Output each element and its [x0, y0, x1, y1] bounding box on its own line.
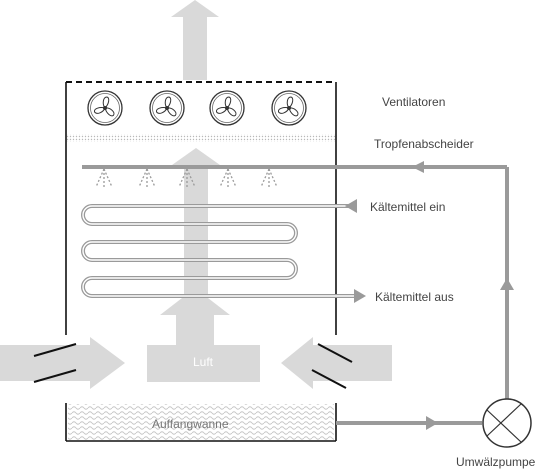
- fan-icon: [149, 90, 185, 126]
- spray-nozzle-icon: [219, 168, 237, 188]
- refrigerant-in-arrow: [345, 199, 357, 213]
- water-flow-arrow-right: [426, 416, 438, 430]
- refrigerant-coil-inner: [82, 205, 355, 297]
- label-auffangwanne: Auffangwanne: [152, 417, 229, 431]
- label-umwaelzpumpe: Umwälzpumpe: [456, 455, 536, 469]
- label-luft: Luft: [193, 355, 214, 369]
- air-inlet-bottom-arrow: [147, 288, 260, 382]
- fan-icon: [87, 90, 123, 126]
- spray-nozzle-icon: [138, 168, 156, 188]
- spray-nozzle-icon: [260, 168, 278, 188]
- label-tropfenabscheider: Tropfenabscheider: [374, 137, 474, 151]
- basin: [68, 404, 334, 440]
- fan-icon: [209, 90, 245, 126]
- spray-nozzle-icon: [95, 168, 113, 188]
- air-inlet-left-arrow: [0, 337, 125, 389]
- drift-eliminator: [67, 134, 335, 142]
- fan-icon: [271, 90, 307, 126]
- refrigerant-out-arrow: [354, 289, 366, 303]
- air-inlet-louvers: [33, 343, 353, 389]
- label-ventilatoren: Ventilatoren: [382, 95, 445, 109]
- refrigerant-coil: [81, 204, 355, 298]
- spray-line-arrow: [412, 161, 424, 173]
- water-flow-arrow-up: [500, 278, 514, 290]
- fans: [87, 90, 307, 126]
- label-kaeltemittel-aus: Kältemittel aus: [375, 290, 454, 304]
- tower-frame: [65, 81, 337, 442]
- exhaust-air-arrow: [171, 0, 219, 80]
- label-kaeltemittel-ein: Kältemittel ein: [370, 200, 445, 214]
- air-inlet-right-arrow: [281, 337, 392, 389]
- pump-icon: [482, 398, 532, 448]
